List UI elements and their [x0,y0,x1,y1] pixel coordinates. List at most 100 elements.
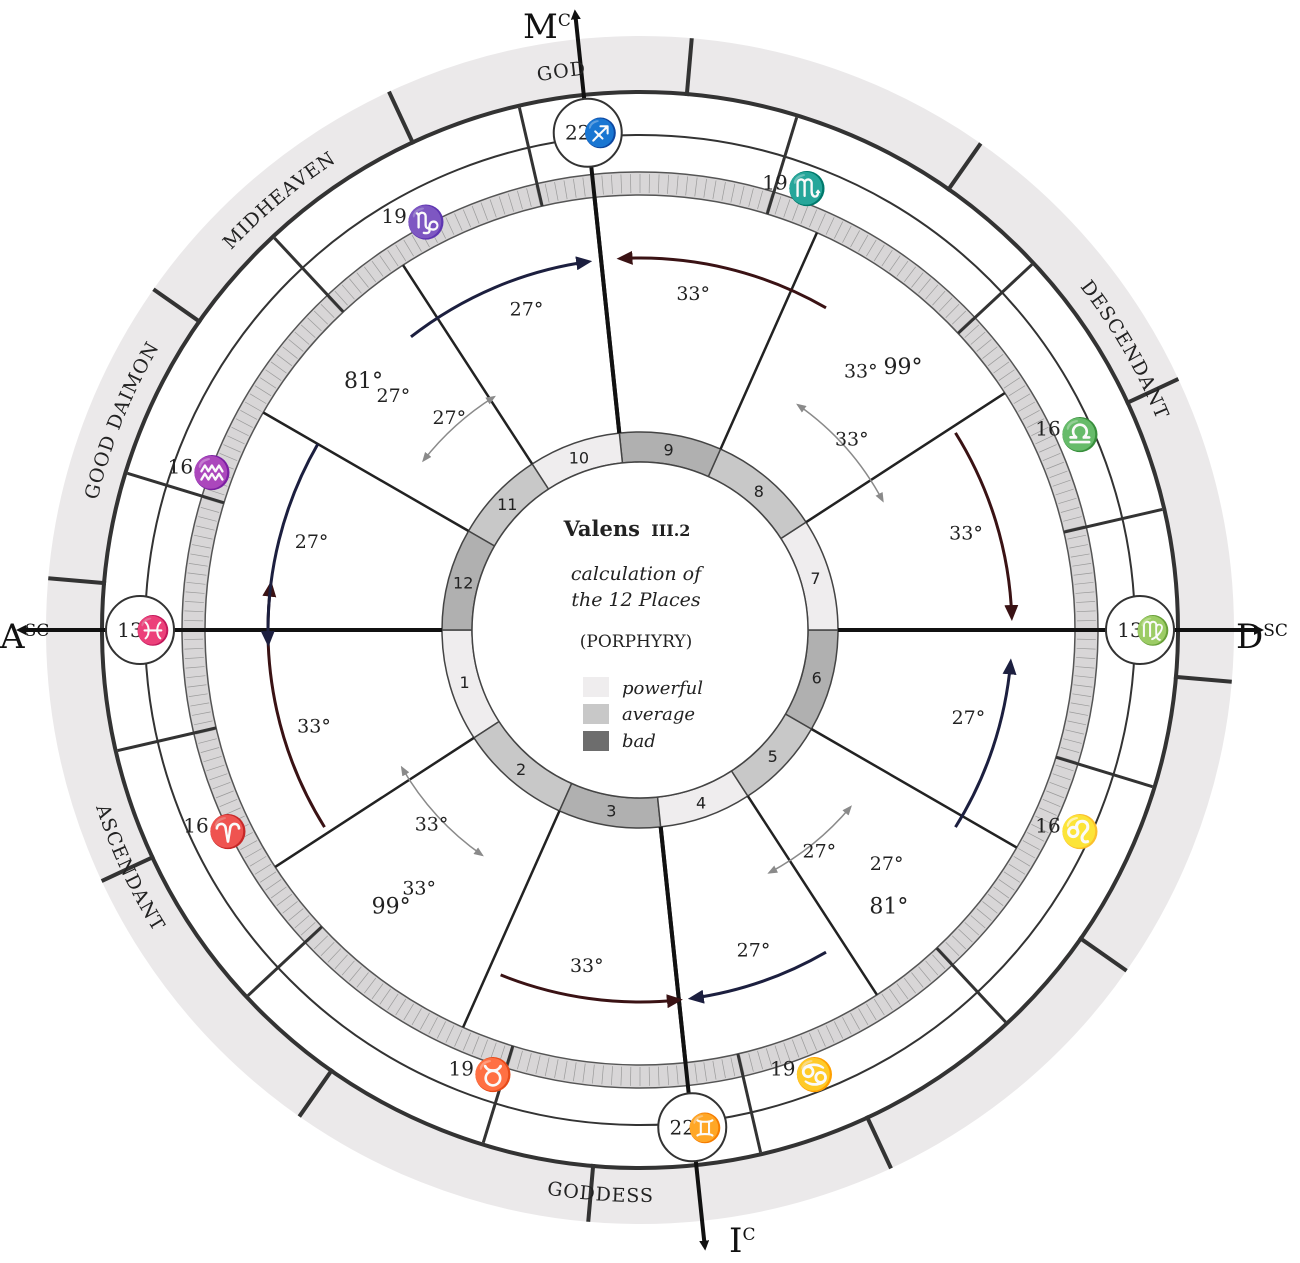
ic-axis-label: IC [729,1221,755,1261]
degree-tick [535,185,541,205]
degree-tick [694,1063,698,1083]
degree-tick [517,190,523,210]
degree-tick [1013,393,1031,404]
degree-tick [703,178,707,198]
degree-tick [387,993,399,1011]
quadrant-degree-label: 99° [884,355,923,380]
degree-tick [1008,385,1026,397]
degree-tick [215,461,234,470]
place-number: 11 [497,495,517,514]
band-divider [48,576,107,586]
degree-tick [249,856,267,867]
degree-tick [498,1045,506,1064]
sign-cusp-degree: 19 [770,1057,795,1081]
degree-tick [563,1060,568,1080]
degree-tick [620,1066,623,1086]
degree-tick [554,1059,559,1078]
degree-tick [982,346,998,359]
degree-tick [334,290,348,306]
place-cusp-line [402,264,534,465]
degree-tick [825,217,835,235]
degree-tick [976,339,992,352]
degree-tick [265,369,282,381]
degree-tick [1052,479,1071,487]
degree-tick [998,369,1015,381]
angle-marker-degree: 22 [565,121,590,145]
degree-tick [270,361,287,374]
trisection-label: 27° [803,840,837,862]
degree-tick [730,1057,736,1077]
degree-tick [657,1066,660,1086]
degree-tick [334,954,348,970]
dsc-axis-label: DSC [1236,617,1288,657]
degree-tick [730,183,736,203]
degree-tick [259,871,277,883]
trisection-arrow [422,395,496,463]
degree-tick [471,205,480,224]
degree-tick [739,185,745,205]
angle-marker-degree: 13 [1117,618,1142,642]
degree-tick [307,317,322,332]
degree-tick [739,1055,745,1075]
degree-tick [428,225,438,243]
degree-tick [932,290,946,306]
degree-tick [765,193,773,212]
place-number: 5 [768,747,778,766]
legend-swatch-bad [583,731,609,751]
place-cusp-line [746,795,878,996]
degree-tick [573,178,577,198]
degree-tick [757,1050,763,1070]
degree-tick [757,190,763,210]
division-lines [16,9,1264,1251]
degree-tick [1003,377,1021,389]
sign-glyph-icon: ♒ [192,453,232,491]
degree-tick [774,1045,782,1064]
degree-tick [850,230,860,248]
degree-tick [320,941,335,957]
degree-tick [198,516,217,522]
degree-tick [976,908,992,921]
degree-tick [657,174,660,194]
degree-tick [1072,563,1092,567]
degree-tick [1065,729,1085,735]
degree-tick [911,972,924,988]
degree-tick [809,209,818,228]
degree-tick [185,591,205,594]
degree-tick [203,497,222,505]
sign-cusp: 16♒ [168,453,233,491]
degree-tick [573,1062,577,1082]
legend-label-bad: bad [622,731,656,752]
degree-tick [881,249,893,267]
degree-tick [998,879,1015,891]
degree-tick [403,1003,414,1021]
degree-tick [471,1036,480,1055]
degree-tick [951,935,967,950]
degree-tick [300,324,316,338]
band-divider [1173,674,1232,684]
method-label: (PORPHYRY) [580,632,692,652]
degree-tick [480,202,489,221]
degree-tick [186,581,206,585]
degree-tick [1049,781,1068,790]
place-cusp-line [719,232,819,450]
degree-tick [667,174,669,194]
sign-boundary [117,726,217,753]
ic-angle-marker: 22♊ [657,1092,728,1163]
degree-tick [889,255,901,272]
degree-tick [327,297,342,312]
sign-glyph-icon: ♊ [688,1111,723,1144]
degree-tick [454,213,463,231]
degree-tick [1035,815,1053,825]
degree-tick [270,886,287,899]
degree-tick [212,470,231,479]
sign-glyph-icon: ♎ [1060,415,1100,453]
degree-tick [379,988,391,1005]
degree-tick [544,1057,550,1077]
mc-angle-marker: 22♐ [552,97,623,168]
degree-tick [249,393,267,404]
degree-tick [611,174,613,194]
degree-tick [313,310,329,325]
svg-text:Valens III.2: Valens III.2 [563,516,691,541]
degree-tick [200,747,220,753]
degree-tick [489,1042,497,1061]
